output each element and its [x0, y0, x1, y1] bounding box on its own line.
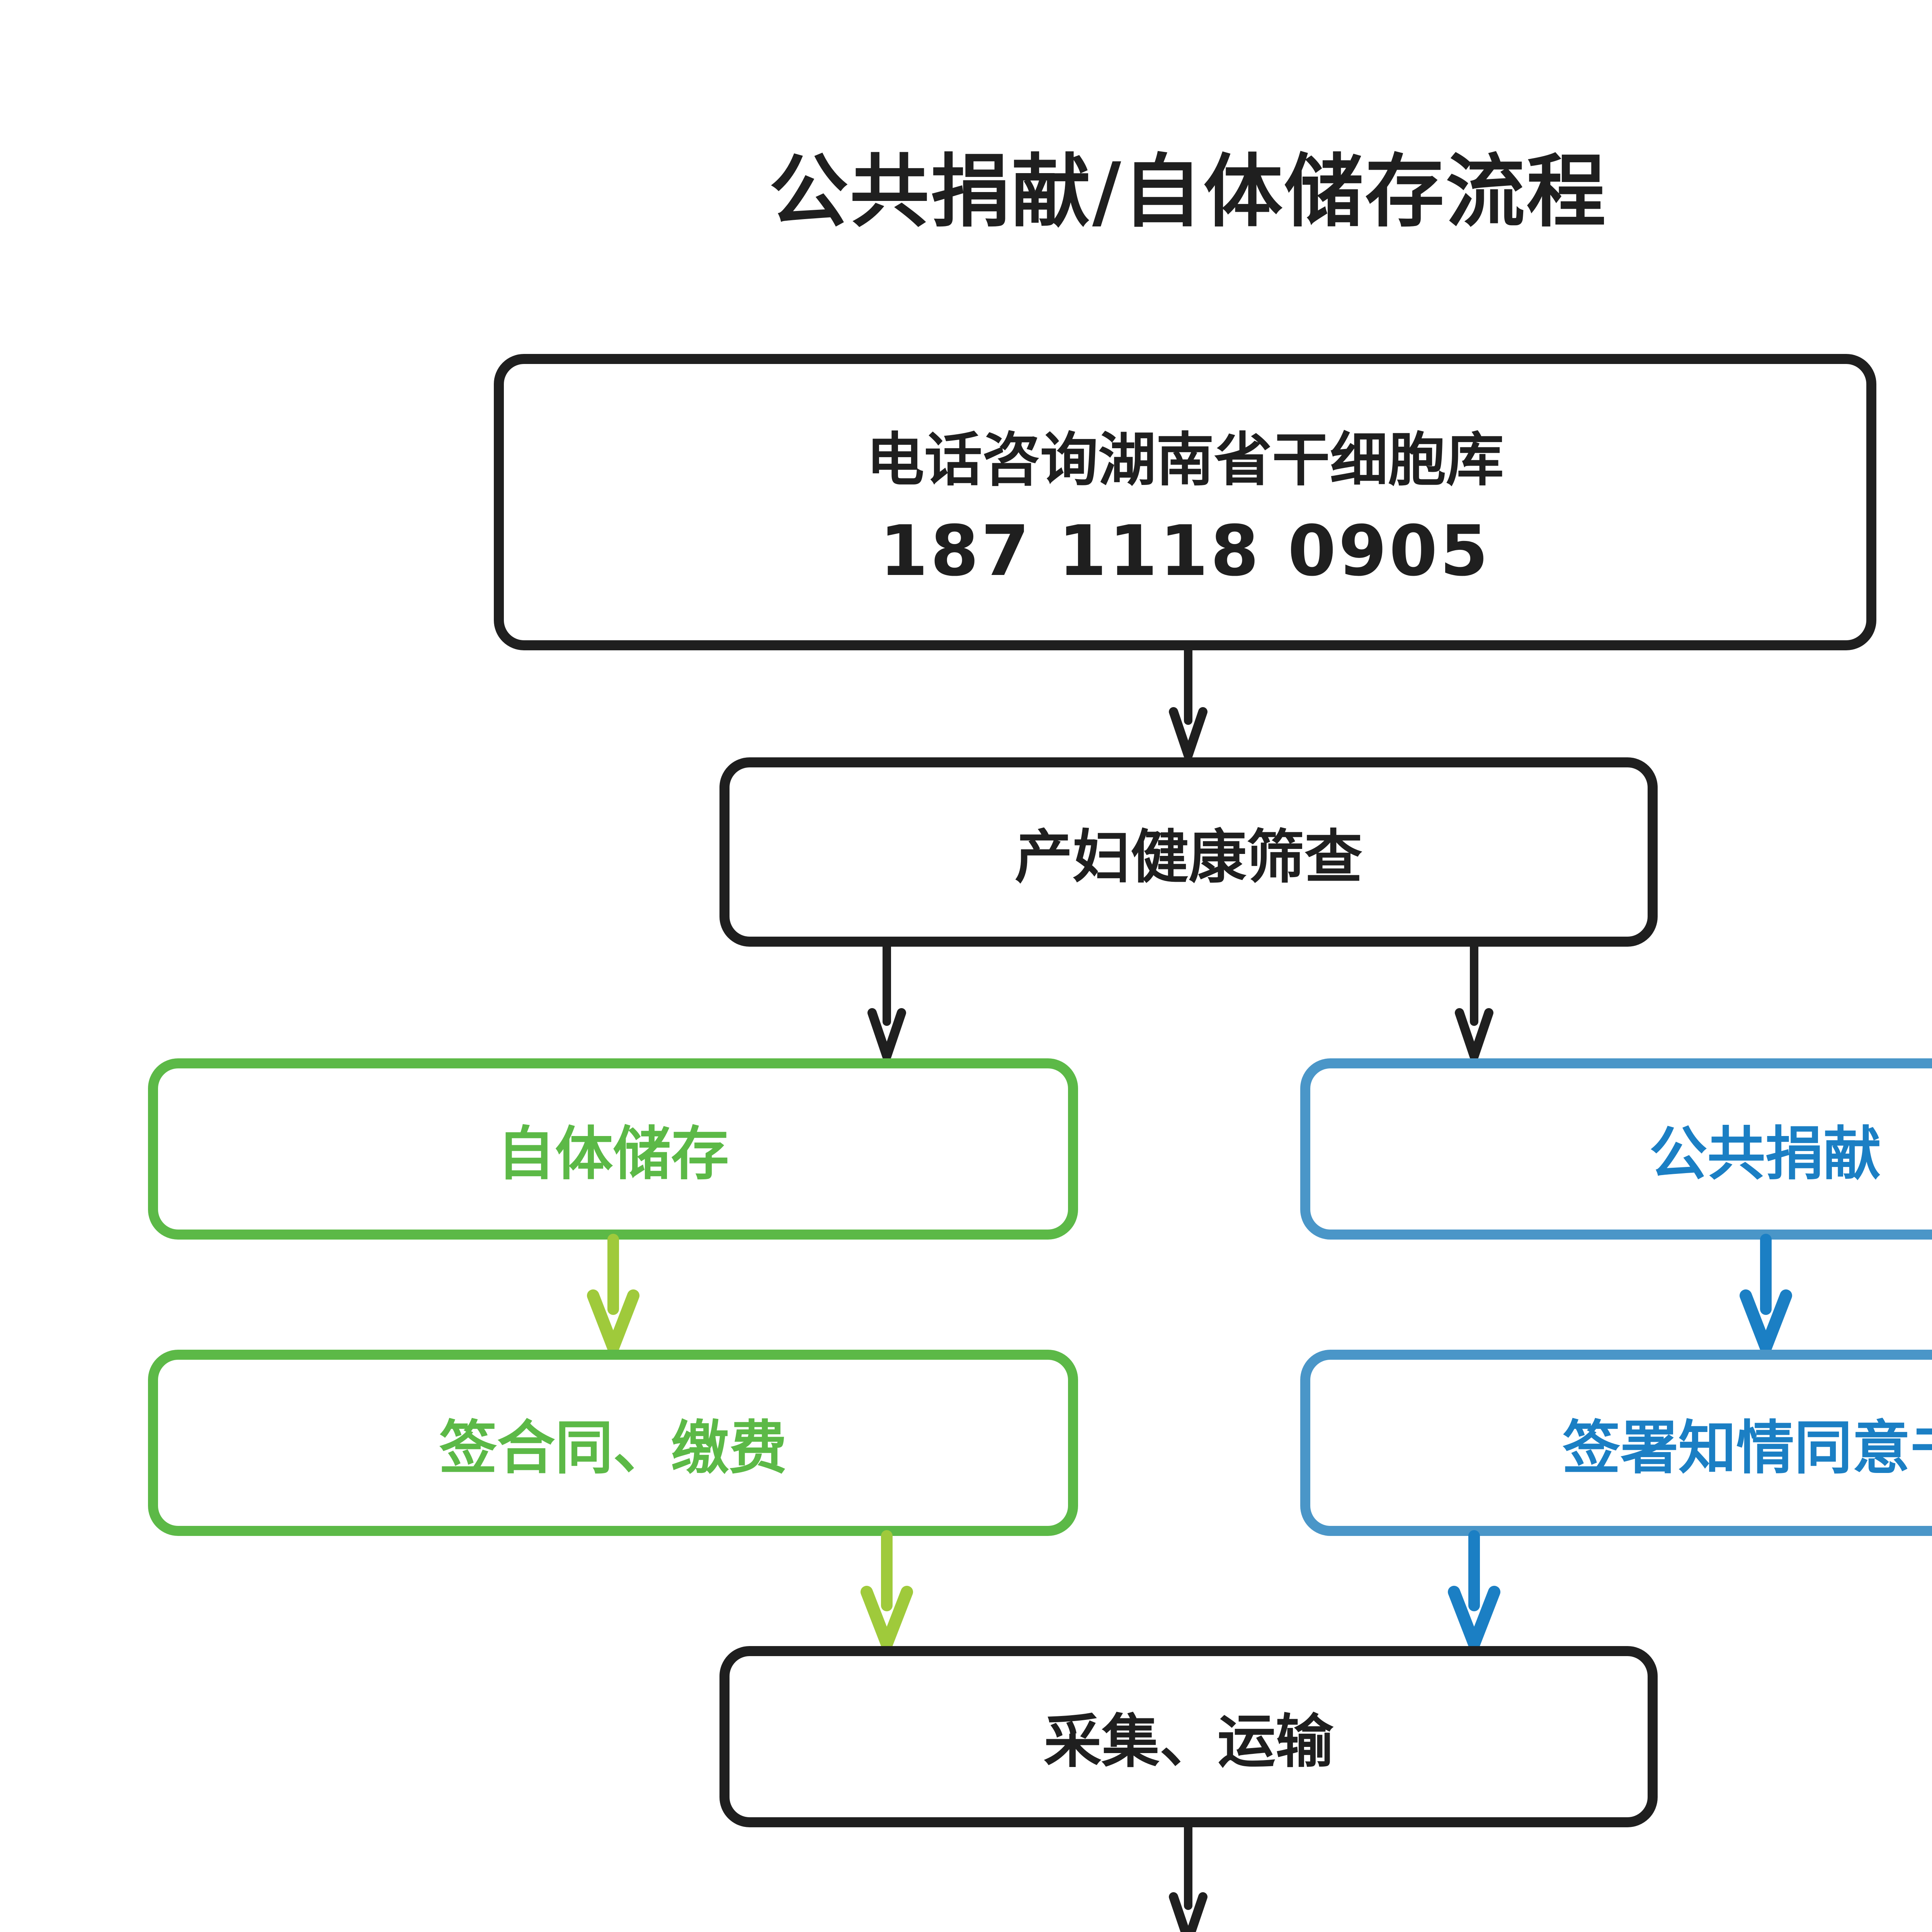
arrow-public-donation-to-sign-consent	[1740, 1234, 1792, 1354]
consult-phone-number: 187 1118 0905	[879, 510, 1491, 592]
arrow-collect-to-prepare	[1169, 1823, 1208, 1932]
flow-node-screening: 产妇健康筛查	[719, 757, 1658, 947]
arrow-sign-consent-to-collect	[1448, 1530, 1500, 1650]
arrow-head	[861, 1586, 913, 1650]
flow-node-self-storage: 自体储存	[148, 1058, 1078, 1240]
flow-node-consult: 电话咨询湖南省干细胞库 187 1118 0905	[494, 354, 1876, 650]
arrow-head	[587, 1289, 639, 1354]
page-title: 公共捐献/自体储存流程	[769, 146, 1607, 238]
flow-node-sign-contract: 签合同、缴费	[148, 1350, 1078, 1536]
arrow-screening-to-public-donation	[1455, 942, 1493, 1061]
arrow-consult-to-screening	[1169, 646, 1208, 760]
sign-contract-label: 签合同、缴费	[439, 1414, 787, 1482]
flow-node-public-donation: 公共捐献	[1300, 1058, 1932, 1240]
screening-label: 产妇健康筛查	[1014, 823, 1362, 891]
arrow-self-storage-to-sign-contract	[587, 1234, 639, 1354]
arrow-head	[867, 1008, 906, 1061]
arrow-head	[1448, 1586, 1500, 1650]
public-donation-label: 公共捐献	[1649, 1121, 1881, 1188]
arrow-head	[1169, 1892, 1208, 1932]
self-storage-label: 自体储存	[497, 1121, 729, 1188]
arrow-screening-to-self-storage	[867, 942, 906, 1061]
flow-node-collect-transport: 采集、运输	[719, 1646, 1658, 1827]
arrow-head	[1740, 1289, 1792, 1354]
arrow-sign-contract-to-collect	[861, 1530, 913, 1650]
collect-transport-label: 采集、运输	[1043, 1708, 1333, 1776]
consult-label: 电话咨询湖南省干细胞库	[866, 426, 1504, 494]
arrow-head	[1455, 1008, 1493, 1061]
flow-node-sign-consent: 签署知情同意书	[1300, 1350, 1932, 1536]
arrow-head	[1169, 707, 1208, 760]
sign-consent-label: 签署知情同意书	[1562, 1414, 1932, 1482]
